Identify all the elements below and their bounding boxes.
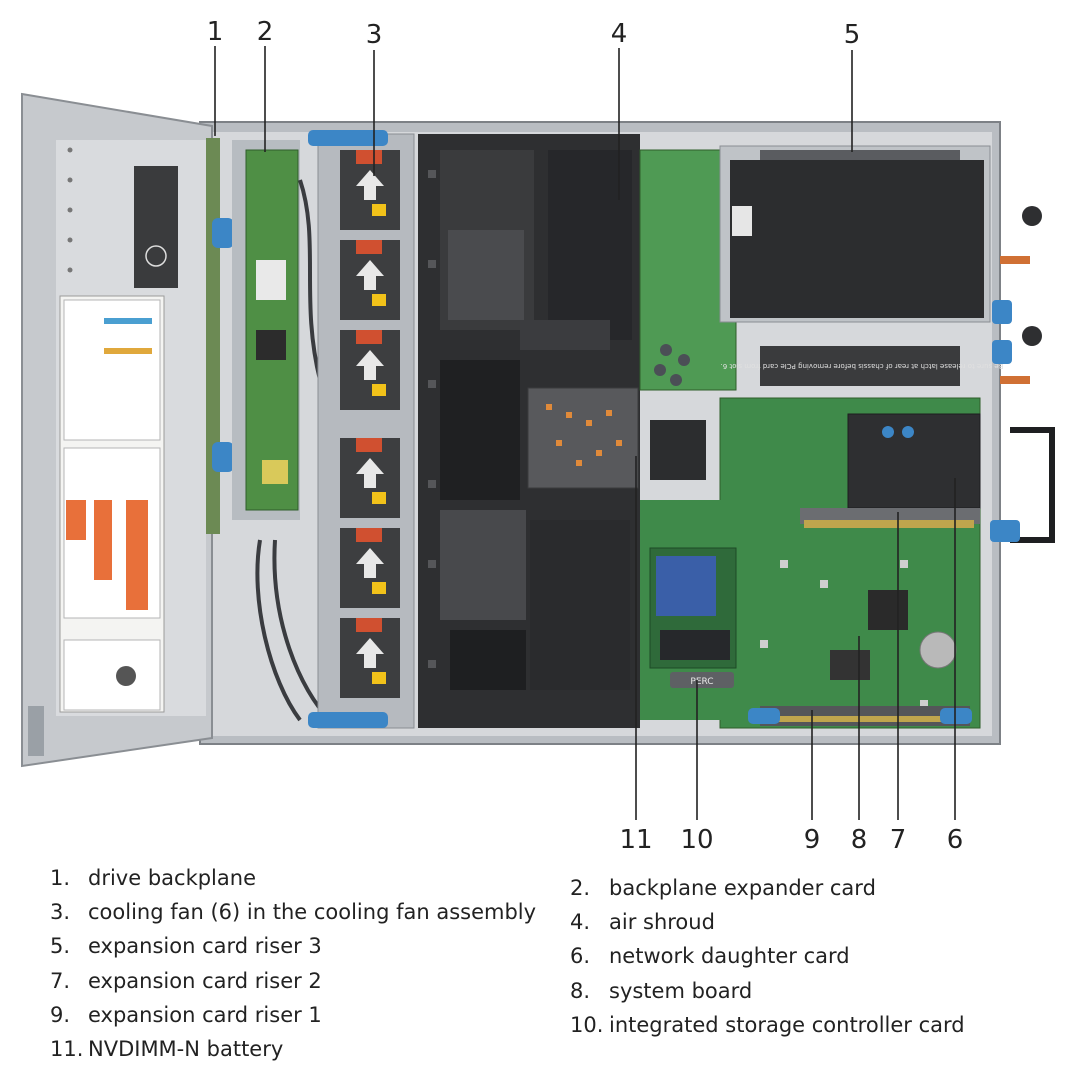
cooling-fan (340, 438, 400, 518)
cooling-fan (340, 330, 400, 410)
air-shroud (418, 134, 640, 728)
legend-item: 10.integrated storage controller card (570, 1008, 965, 1042)
callout-11: 11 (619, 825, 652, 855)
legend-item: 7. expansion card riser 2 (50, 964, 536, 998)
expansion-card-riser-2 (800, 508, 980, 528)
riser-latch-right (940, 708, 972, 724)
front-panel-lid (21, 92, 213, 768)
legend-label: expansion card riser 2 (88, 968, 322, 993)
legend-item: 1. drive backplane (50, 861, 536, 895)
integrated-storage-controller-card: PERC (649, 547, 737, 688)
legend-label: cooling fan (6) in the cooling fan assem… (88, 900, 537, 925)
callout-4: 4 (611, 19, 628, 49)
legend-label: expansion card riser 1 (88, 1002, 322, 1027)
cooling-fan (340, 528, 400, 608)
callout-8: 8 (851, 825, 868, 855)
callout-9: 9 (804, 825, 821, 855)
legend-label: expansion card riser 3 (88, 934, 322, 959)
chassis-warning-label: Be sure to release latch at rear of chas… (721, 346, 1004, 386)
leader-lines (214, 46, 956, 820)
callout-7: 7 (890, 825, 907, 855)
legend-number: 2. (570, 876, 591, 900)
legend-number: 1. (50, 866, 71, 890)
callout-10: 10 (680, 825, 713, 855)
backplane-latch-bottom (212, 442, 234, 472)
cooling-fan (340, 618, 400, 698)
legend-item: 11.NVDIMM-N battery (50, 1032, 536, 1066)
legend-item: 6. network daughter card (570, 939, 965, 973)
memory-map-blocks (66, 500, 148, 610)
legend-number: 10. (570, 1012, 604, 1037)
legend-number: 3. (50, 900, 71, 925)
fan-latch-top (308, 130, 388, 146)
legend-number: 8. (570, 978, 591, 1003)
fan-latch-bottom (308, 712, 388, 728)
legend-item: 9. expansion card riser 1 (50, 998, 536, 1032)
callout-6: 6 (947, 825, 964, 855)
drive-backplane (206, 138, 234, 534)
cooling-fan (340, 150, 400, 230)
backplane-expander-card (232, 140, 300, 520)
expansion-card-riser-3 (719, 145, 991, 323)
legend-item: 8. system board (570, 974, 965, 1008)
cooling-fan (340, 240, 400, 320)
legend-item: 2. backplane expander card (570, 871, 965, 905)
legend-number: 5. (50, 934, 71, 959)
legend-number: 6. (570, 944, 591, 969)
legend-label: NVDIMM-N battery (88, 1037, 284, 1062)
legend-label: system board (609, 978, 753, 1003)
legend-label: integrated storage controller card (609, 1012, 965, 1037)
legend-item: 4. air shroud (570, 905, 965, 939)
legend-label: drive backplane (88, 866, 256, 890)
legend-label: air shroud (609, 910, 715, 935)
legend-right-column: 2. backplane expander card 4. air shroud 6… (570, 871, 965, 1042)
nvdimm-n-battery (527, 387, 706, 489)
network-daughter-card (847, 413, 981, 509)
callout-3: 3 (366, 20, 383, 50)
expansion-card-riser-1 (748, 706, 972, 726)
rear-handles (990, 206, 1055, 543)
legend-item: 5. expansion card riser 3 (50, 929, 536, 963)
callout-1: 1 (207, 17, 224, 47)
riser-latch-left (748, 708, 780, 724)
regulatory-label (134, 166, 178, 288)
legend-left-column: 1. drive backplane 3. cooling fan (6) in t… (50, 861, 536, 1066)
legend-number: 4. (570, 910, 591, 935)
legend-label: network daughter card (609, 944, 850, 969)
legend-label: backplane expander card (609, 876, 876, 900)
legend-number: 9. (50, 1002, 71, 1027)
warning-text: Be sure to release latch at rear of chas… (721, 362, 1004, 370)
callout-numbers: 1 2 3 4 5 6 7 8 9 10 11 (207, 17, 964, 855)
callout-5: 5 (844, 20, 861, 50)
legend-item: 3. cooling fan (6) in the cooling fan ass… (50, 895, 536, 929)
backplane-latch-top (212, 218, 234, 248)
callout-2: 2 (257, 17, 274, 47)
cooling-fan-assembly (308, 130, 415, 729)
capacitors (654, 344, 690, 386)
legend-number: 11. (50, 1037, 84, 1062)
legend-number: 7. (50, 968, 71, 993)
perc-label: PERC (690, 677, 713, 687)
